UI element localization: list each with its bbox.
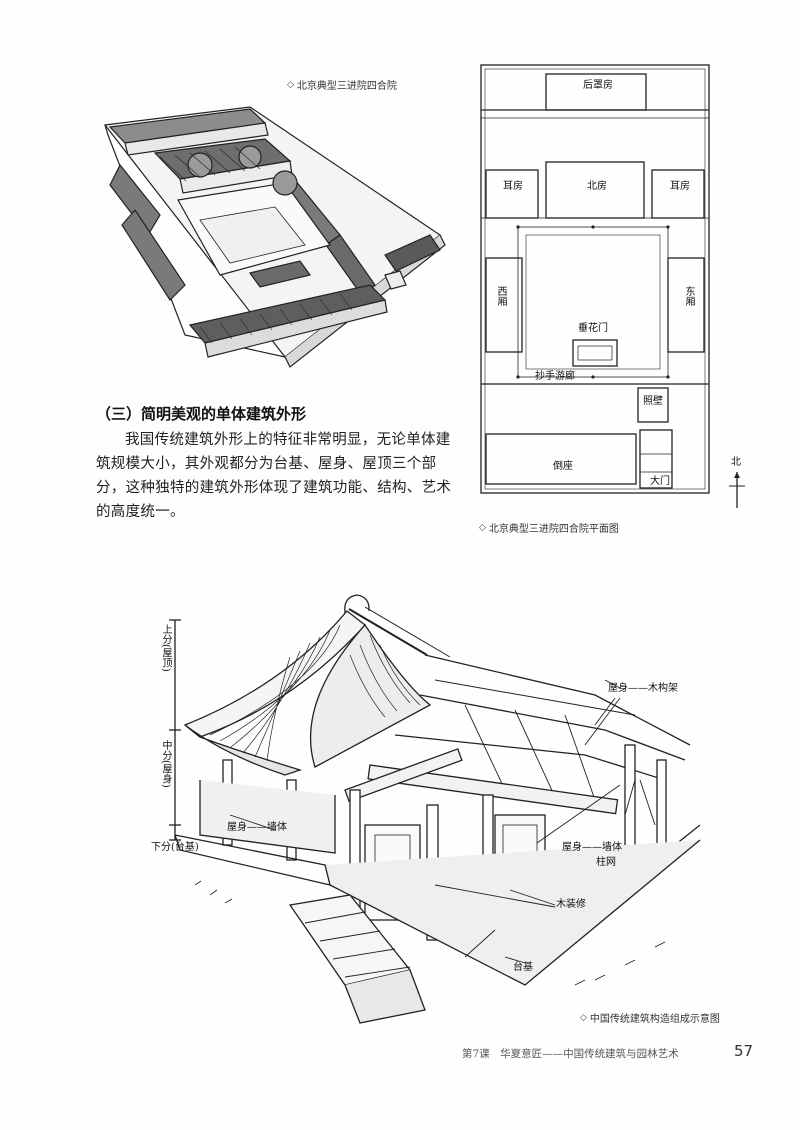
courtyard-floor-plan	[480, 64, 710, 494]
plan-label-ear-room-left: 耳房	[503, 181, 523, 192]
diagram-label-body-wall-left: 屋身——墙体	[227, 822, 287, 833]
structure-diagram-caption: ◇ 中国传统建筑构造组成示意图	[580, 1010, 720, 1026]
plan-label-hanging-flower-gate: 垂花门	[578, 323, 608, 334]
paragraph-text: 我国传统建筑外形上的特征非常明显，无论单体建筑规模大小，其外观都分为台基、屋身、…	[96, 432, 452, 520]
diagram-label-body-frame: 屋身——木构架	[608, 683, 678, 694]
diagram-label-lower: 下分(台基)	[151, 842, 199, 853]
diagram-label-column-grid: 柱网	[596, 857, 616, 868]
north-label: 北	[731, 457, 741, 468]
plan-label-screen-wall: 照壁	[643, 396, 663, 407]
section-paragraph: 我国传统建筑外形上的特征非常明显，无论单体建筑规模大小，其外观都分为台基、屋身、…	[96, 428, 458, 524]
diagram-label-wood-fitting: 木装修	[556, 899, 586, 910]
plan-label-east-wing: 东厢	[683, 286, 694, 306]
courtyard-plan-caption: ◇ 北京典型三进院四合院平面图	[479, 520, 619, 536]
diamond-bullet-icon: ◇	[287, 79, 294, 90]
plan-label-corridor: 抄手游廊	[535, 371, 575, 382]
courtyard-aerial-illustration	[103, 106, 446, 368]
section-heading: （三）简明美观的单体建筑外形	[96, 405, 307, 423]
diagram-label-body-wall-right: 屋身——墙体	[562, 842, 622, 853]
diamond-bullet-icon: ◇	[479, 522, 486, 533]
building-structure-illustration	[169, 594, 701, 1024]
diagram-label-upper: 上分(屋顶)	[160, 624, 171, 672]
plan-label-ear-room-right: 耳房	[670, 181, 690, 192]
footer-chapter-title: 第7课 华夏意匠——中国传统建筑与园林艺术	[462, 1048, 679, 1060]
courtyard-aerial-caption: ◇ 北京典型三进院四合院	[287, 77, 397, 93]
plan-label-west-wing: 西厢	[495, 286, 506, 306]
diagram-label-platform: 台基	[513, 962, 533, 973]
diagram-label-middle: 中分(屋身)	[160, 740, 171, 788]
plan-label-rear-room: 后罩房	[583, 80, 613, 91]
plan-label-inverted-room: 倒座	[553, 461, 573, 472]
caption-text: 中国传统建筑构造组成示意图	[589, 1014, 720, 1025]
plan-label-main-gate: 大门	[650, 476, 670, 487]
page-number: 57	[734, 1042, 754, 1060]
plan-label-north-room: 北房	[587, 181, 607, 192]
north-arrow-icon	[729, 472, 745, 508]
caption-text: 北京典型三进院四合院平面图	[488, 524, 619, 535]
diamond-bullet-icon: ◇	[580, 1012, 587, 1023]
caption-text: 北京典型三进院四合院	[296, 81, 397, 92]
